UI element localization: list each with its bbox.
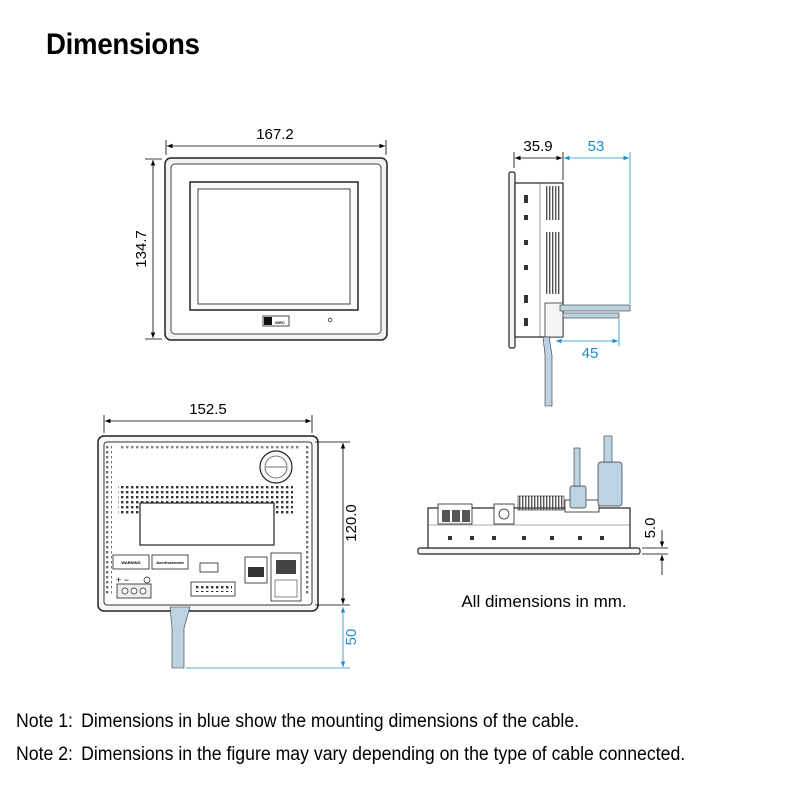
side-cable-lower	[562, 312, 620, 319]
note-1-label: Note 1:	[16, 711, 73, 732]
front-width-label: 167.2	[256, 126, 294, 143]
front-height-label: 134.7	[133, 230, 150, 268]
side-power-cable	[542, 336, 553, 407]
idec-logo-text: IDEC	[275, 320, 285, 325]
side-bezel	[508, 171, 516, 349]
rear-view: WARNING Avertissement + − 152.5 120.0 50	[97, 401, 360, 669]
side-vent-fins-top	[546, 186, 560, 220]
warning-label-text: WARNING	[121, 560, 140, 565]
bottom-usb-plug-small	[569, 485, 587, 509]
side-cable-depth-label: 53	[588, 138, 605, 155]
caution-label	[151, 554, 189, 570]
bezel-thickness-label: 5.0	[642, 518, 659, 539]
dip-switch	[199, 562, 219, 573]
bottom-usb-cable-large	[603, 435, 613, 463]
bottom-serial-port	[517, 495, 565, 511]
note-1-text: Dimensions in blue show the mounting dim…	[81, 711, 580, 732]
bottom-view: 5.0	[417, 435, 668, 575]
bottom-usb-cable-small	[573, 447, 581, 487]
rear-label-area	[139, 502, 275, 546]
note-2-text: Dimensions in the figure may vary depend…	[81, 744, 686, 765]
side-connector-block	[544, 302, 564, 338]
note-2: Note 2: Dimensions in the figure may vary…	[16, 741, 685, 774]
status-led	[327, 317, 333, 323]
bottom-bezel	[417, 547, 641, 555]
side-connector-depth-label: 45	[582, 345, 599, 362]
side-cable-upper	[559, 304, 631, 312]
rear-cable-clearance-label: 50	[343, 629, 360, 646]
notes: Note 1: Dimensions in blue show the mount…	[16, 708, 736, 774]
rear-width-label: 152.5	[189, 401, 227, 418]
side-vent-fins-bottom	[546, 232, 560, 294]
dimensions-diagram: IDEC 167.2 134.7 35.9	[97, 126, 668, 669]
front-screen	[197, 188, 351, 305]
side-depth-label: 35.9	[523, 138, 552, 155]
side-view: 35.9 53 45	[508, 138, 631, 407]
bottom-usb-plug-large	[597, 461, 623, 507]
svg-text:+ −: + −	[116, 575, 129, 585]
rear-height-label: 120.0	[343, 504, 360, 542]
caution-label-text: Avertissement	[156, 560, 184, 565]
page-title: Dimensions	[46, 28, 200, 61]
front-view: IDEC 167.2 134.7	[133, 126, 388, 341]
note-1: Note 1: Dimensions in blue show the mount…	[16, 708, 685, 741]
rear-power-cable	[169, 606, 191, 669]
idec-logo	[262, 315, 290, 327]
warning-label	[112, 554, 150, 570]
note-2-label: Note 2:	[16, 744, 73, 765]
units-caption: All dimensions in mm.	[461, 592, 626, 611]
